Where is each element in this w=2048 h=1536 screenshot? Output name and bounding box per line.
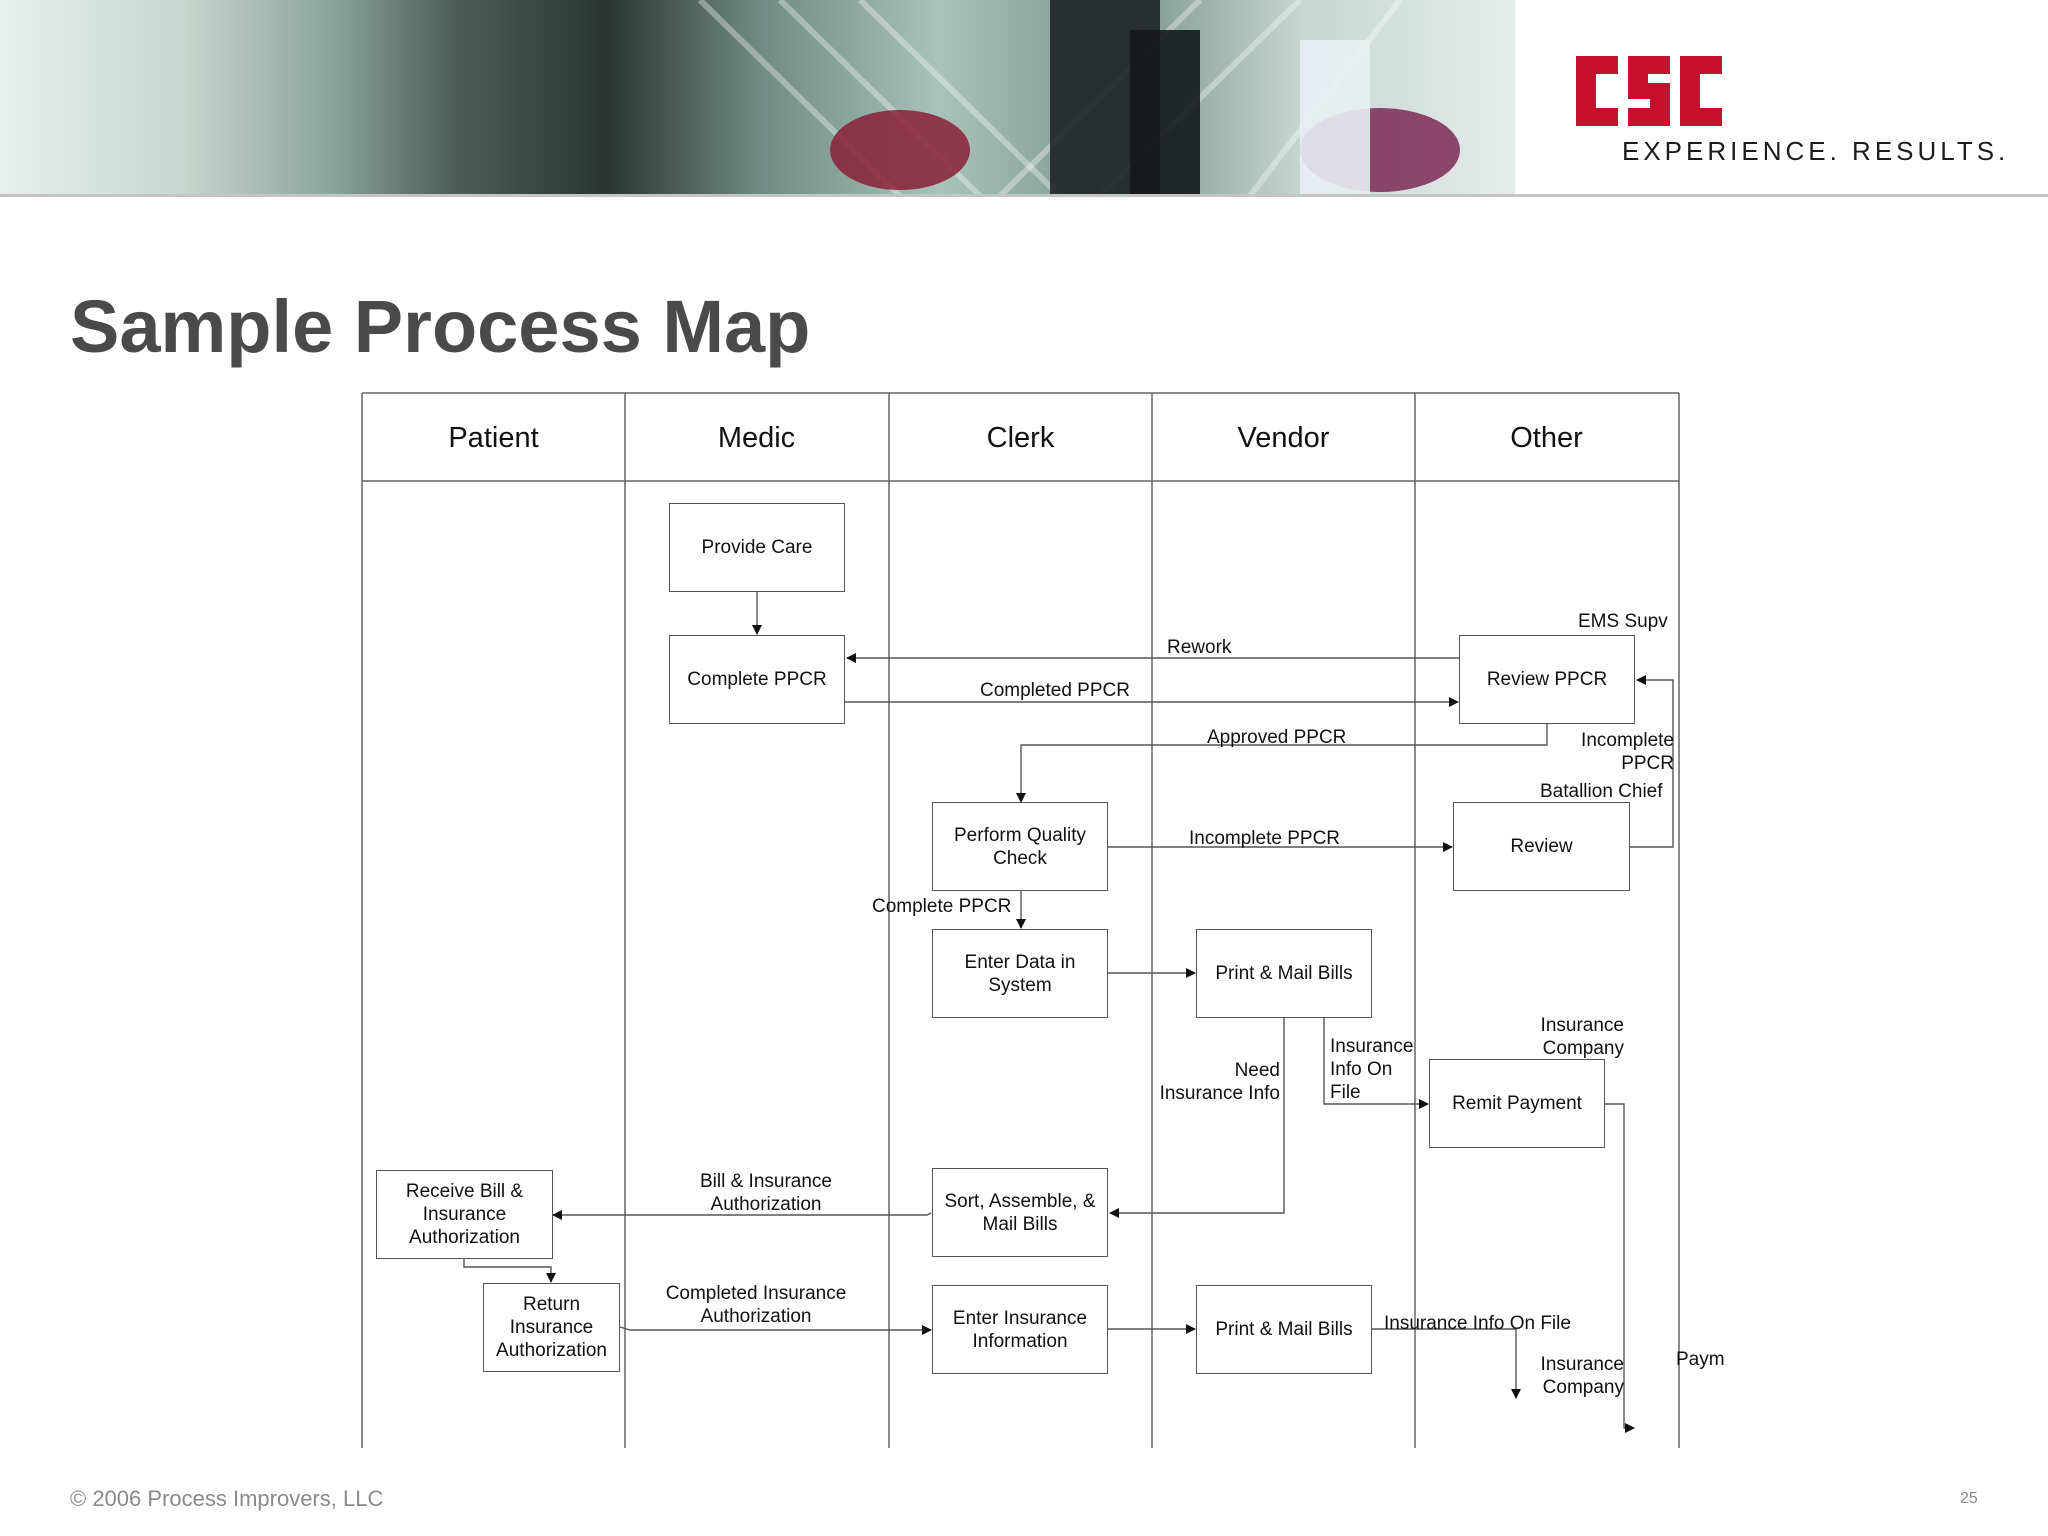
header-banner: EXPERIENCE. RESULTS.: [0, 0, 2048, 197]
banner-photo-scene: [697, 0, 1460, 196]
page-number: 25: [1960, 1490, 1978, 1507]
label-rework: Rework: [1167, 637, 1232, 658]
lane-header-clerk: Clerk: [986, 421, 1055, 454]
label-approved-ppcr: Approved PPCR: [1207, 727, 1347, 748]
box-print-mail-bills-2: Print & Mail Bills: [1196, 1285, 1372, 1374]
lane-header-patient: Patient: [448, 421, 539, 454]
lane-header-other: Other: [1510, 421, 1583, 454]
box-enter-data: Enter Data in System: [932, 929, 1108, 1018]
box-enter-insurance-info: Enter Insurance Information: [932, 1285, 1108, 1374]
box-sort-assemble-mail: Sort, Assemble, & Mail Bills: [932, 1168, 1108, 1257]
label-insurance-company-2: Insurance Company: [1540, 1354, 1624, 1398]
label-insurance-info-on-file-1: Insurance Info On File: [1330, 1036, 1414, 1103]
csc-logo-mark: [1576, 56, 1722, 126]
page-title: Sample Process Map: [70, 285, 811, 368]
box-remit-payment: Remit Payment: [1429, 1059, 1605, 1148]
label-insurance-company-1: Insurance Company: [1540, 1015, 1624, 1059]
label-paym: Paym: [1676, 1349, 1725, 1370]
footer-copyright: © 2006 Process Improvers, LLC: [70, 1486, 384, 1511]
label-insurance-info-on-file-2: Insurance Info On File: [1384, 1313, 1571, 1334]
label-completed-insurance-auth: Completed Insurance Authorization: [665, 1283, 847, 1327]
label-ems-supv: EMS Supv: [1578, 611, 1668, 632]
brand-tagline: EXPERIENCE. RESULTS.: [1622, 136, 2010, 166]
label-need-insurance-info: Need Insurance Info: [1159, 1060, 1280, 1104]
label-batallion-chief: Batallion Chief: [1540, 781, 1663, 802]
box-complete-ppcr: Complete PPCR: [669, 635, 845, 724]
lane-header-medic: Medic: [717, 421, 796, 454]
box-return-insurance-auth: Return Insurance Authorization: [483, 1283, 620, 1372]
label-completed-ppcr: Completed PPCR: [980, 680, 1130, 701]
label-incomplete-ppcr: Incomplete PPCR: [1189, 828, 1341, 849]
box-review-ppcr: Review PPCR: [1459, 635, 1635, 724]
box-receive-bill: Receive Bill & Insurance Authorization: [376, 1170, 553, 1259]
box-perform-quality-check: Perform Quality Check: [932, 802, 1108, 891]
banner-divider: [0, 194, 2048, 197]
label-complete-ppcr: Complete PPCR: [872, 896, 1012, 917]
banner-photo: [0, 0, 1515, 196]
box-provide-care: Provide Care: [669, 503, 845, 592]
box-review: Review: [1453, 802, 1630, 891]
box-print-mail-bills-1: Print & Mail Bills: [1196, 929, 1372, 1018]
csc-logo: [1576, 56, 1722, 131]
label-bill-insurance-auth: Bill & Insurance Authorization: [699, 1171, 832, 1215]
label-incomplete-ppcr-loop: Incomplete PPCR: [1581, 730, 1674, 774]
lane-header-vendor: Vendor: [1237, 421, 1330, 454]
